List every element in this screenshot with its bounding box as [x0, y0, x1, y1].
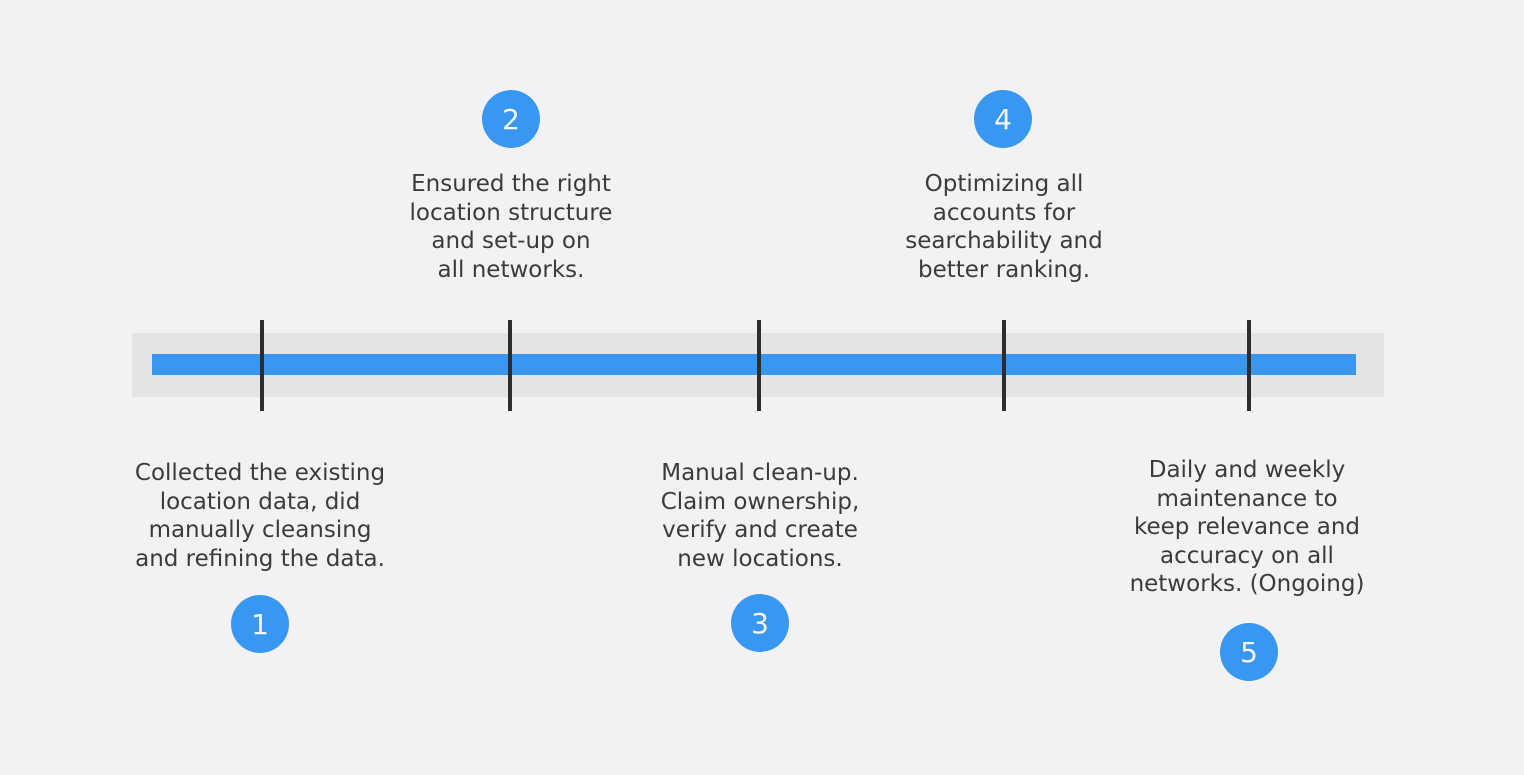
step-2-number-badge: 2	[482, 90, 540, 148]
step-5-description: Daily and weekly maintenance to keep rel…	[1129, 457, 1365, 597]
tick-marker-4	[1002, 320, 1006, 411]
step-4-number: 4	[994, 102, 1012, 136]
step-3-number-badge: 3	[731, 594, 789, 652]
step-4-description: Optimizing all accounts for searchabilit…	[905, 171, 1103, 283]
step-3-description: Manual clean-up. Claim ownership, verify…	[660, 460, 860, 572]
tick-marker-2	[508, 320, 512, 411]
step-5-number: 5	[1240, 635, 1258, 669]
step-1-description: Collected the existing location data, di…	[134, 460, 386, 572]
tick-marker-5	[1247, 320, 1251, 411]
step-1-number-badge: 1	[231, 595, 289, 653]
step-4-number-badge: 4	[974, 90, 1032, 148]
step-3-number: 3	[751, 606, 769, 640]
step-2-description: Ensured the right location structure and…	[409, 171, 613, 283]
step-2-number: 2	[502, 102, 520, 136]
step-5-number-badge: 5	[1220, 623, 1278, 681]
tick-marker-1	[260, 320, 264, 411]
step-1-number: 1	[251, 607, 269, 641]
tick-marker-3	[757, 320, 761, 411]
timeline-progress-bar	[152, 354, 1356, 375]
